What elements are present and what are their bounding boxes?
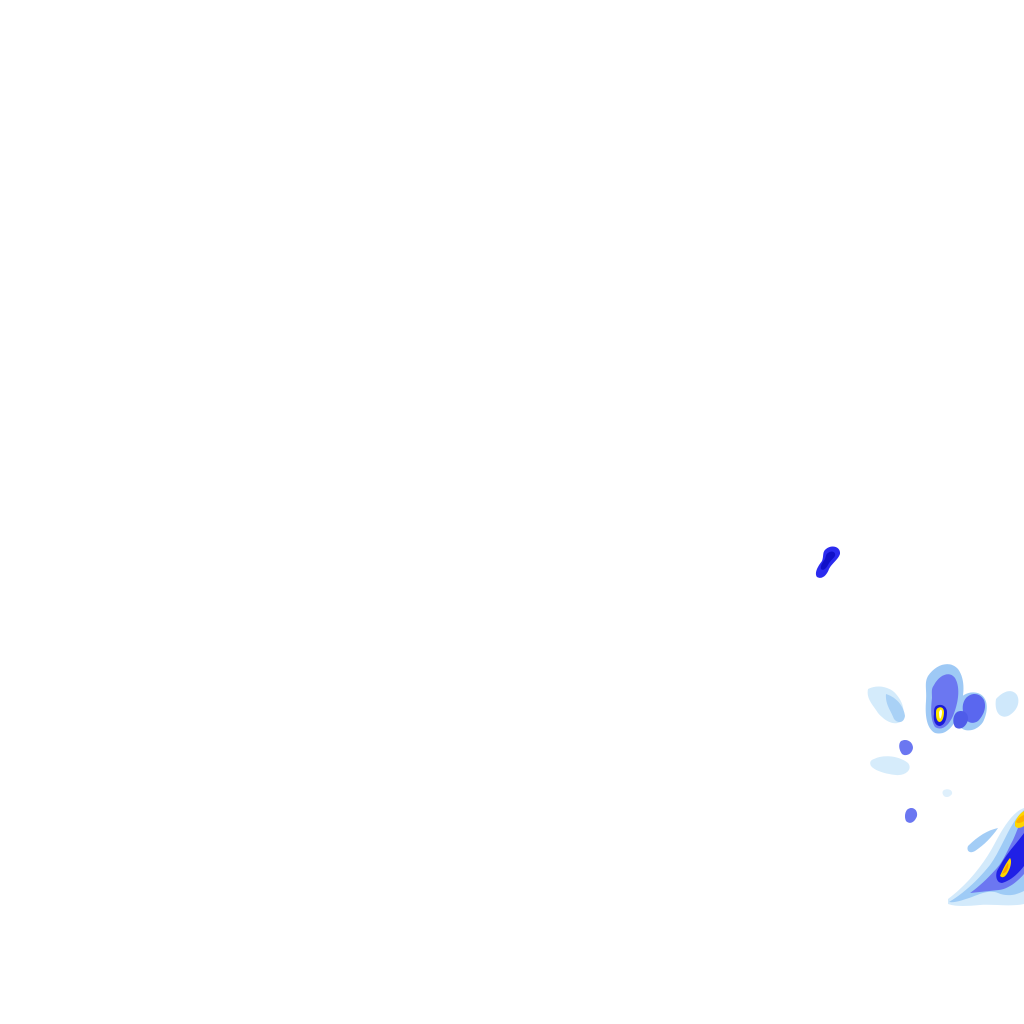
- precip-band-southeast: [948, 808, 1024, 906]
- precip-cluster-east: [867, 664, 1019, 823]
- precip-cell-northwest: [815, 546, 841, 578]
